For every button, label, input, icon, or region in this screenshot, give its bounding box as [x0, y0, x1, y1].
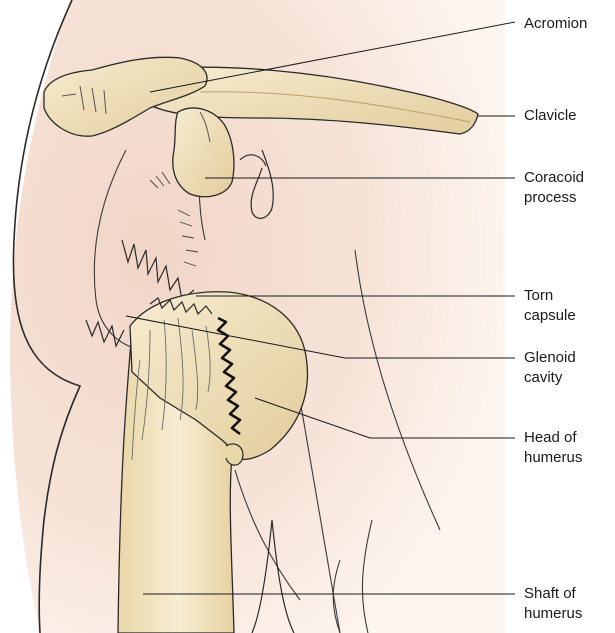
label-clavicle: Clavicle	[524, 106, 577, 126]
label-head-of-humerus: Head of humerus	[524, 428, 582, 468]
label-shaft-of-humerus: Shaft of humerus	[524, 584, 582, 624]
label-torn-capsule: Torn capsule	[524, 286, 576, 326]
label-glenoid-cavity: Glenoid cavity	[524, 348, 576, 388]
label-acromion: Acromion	[524, 14, 587, 34]
label-coracoid-process: Coracoid process	[524, 168, 584, 208]
